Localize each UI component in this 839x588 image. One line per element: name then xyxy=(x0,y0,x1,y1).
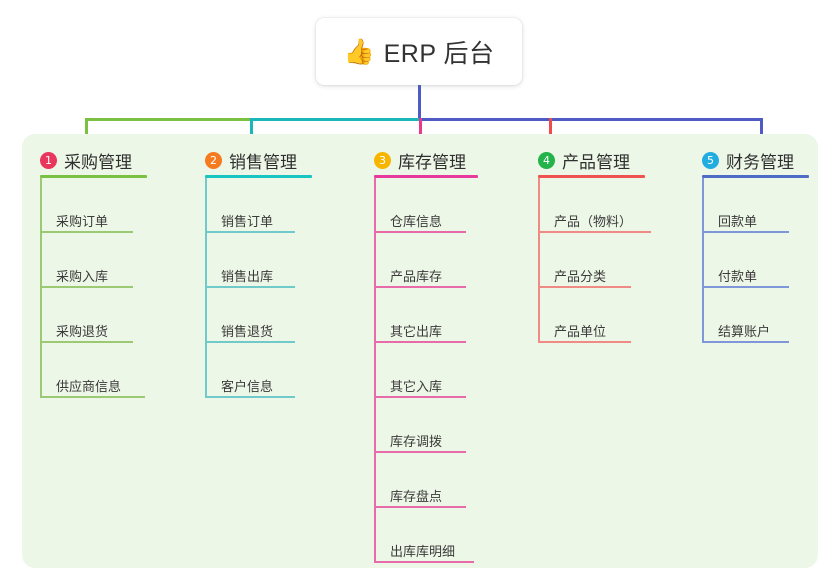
list-item-label: 销售订单 xyxy=(221,214,274,229)
column-underline-1 xyxy=(40,175,147,178)
column-underline-2 xyxy=(205,175,312,178)
list-item-label: 库存调拨 xyxy=(390,434,443,449)
list-item[interactable]: 库存调拨 xyxy=(374,434,466,453)
list-item[interactable]: 回款单 xyxy=(702,214,789,233)
list-item-label: 采购入库 xyxy=(56,269,109,284)
column-header-2[interactable]: 2 销售管理 xyxy=(205,148,297,173)
list-item[interactable]: 产品（物料） xyxy=(538,214,651,233)
list-item[interactable]: 客户信息 xyxy=(205,379,295,398)
list-item-label: 结算账户 xyxy=(718,324,771,339)
list-item-label: 产品单位 xyxy=(554,324,607,339)
list-item[interactable]: 仓库信息 xyxy=(374,214,466,233)
bus-segment-1 xyxy=(85,118,251,121)
column-spine-3 xyxy=(374,178,376,563)
list-item-label: 客户信息 xyxy=(221,379,274,394)
list-item[interactable]: 销售出库 xyxy=(205,269,295,288)
column-spine-1 xyxy=(40,178,42,398)
list-item-label: 其它入库 xyxy=(390,379,443,394)
list-item-label: 其它出库 xyxy=(390,324,443,339)
root-stem-connector xyxy=(418,85,421,121)
list-item[interactable]: 产品分类 xyxy=(538,269,631,288)
list-item[interactable]: 结算账户 xyxy=(702,324,789,343)
list-item-label: 库存盘点 xyxy=(390,489,443,504)
list-item[interactable]: 出库库明细 xyxy=(374,544,474,563)
list-item[interactable]: 采购入库 xyxy=(40,269,133,288)
list-item-label: 产品库存 xyxy=(390,269,443,284)
list-item[interactable]: 销售订单 xyxy=(205,214,295,233)
list-item[interactable]: 产品单位 xyxy=(538,324,631,343)
bus-segment-3 xyxy=(419,118,761,121)
column-spine-2 xyxy=(205,178,207,398)
list-item[interactable]: 供应商信息 xyxy=(40,379,145,398)
list-item-label: 付款单 xyxy=(718,269,758,284)
list-item-label: 销售出库 xyxy=(221,269,274,284)
column-header-3[interactable]: 3 库存管理 xyxy=(374,148,466,173)
list-item[interactable]: 其它出库 xyxy=(374,324,466,343)
list-item-label: 出库库明细 xyxy=(390,544,456,559)
list-item-label: 产品（物料） xyxy=(554,214,633,229)
list-item-label: 销售退货 xyxy=(221,324,274,339)
list-item[interactable]: 库存盘点 xyxy=(374,489,466,508)
column-badge-4: 4 xyxy=(538,152,555,169)
list-item[interactable]: 销售退货 xyxy=(205,324,295,343)
column-spine-4 xyxy=(538,178,540,343)
column-badge-2: 2 xyxy=(205,152,222,169)
list-item[interactable]: 采购订单 xyxy=(40,214,133,233)
column-underline-3 xyxy=(374,175,478,178)
column-badge-1: 1 xyxy=(40,152,57,169)
list-item-label: 采购订单 xyxy=(56,214,109,229)
column-underline-4 xyxy=(538,175,645,178)
list-item[interactable]: 采购退货 xyxy=(40,324,133,343)
column-header-4[interactable]: 4 产品管理 xyxy=(538,148,630,173)
column-title-2: 销售管理 xyxy=(229,153,297,172)
content-panel xyxy=(22,134,818,568)
column-badge-3: 3 xyxy=(374,152,391,169)
column-header-1[interactable]: 1 采购管理 xyxy=(40,148,132,173)
list-item-label: 回款单 xyxy=(718,214,758,229)
list-item-label: 产品分类 xyxy=(554,269,607,284)
thumbs-up-icon: 👍 xyxy=(343,37,375,66)
list-item-label: 采购退货 xyxy=(56,324,109,339)
column-title-3: 库存管理 xyxy=(398,153,466,172)
list-item-label: 仓库信息 xyxy=(390,214,443,229)
column-title-4: 产品管理 xyxy=(562,153,630,172)
list-item[interactable]: 产品库存 xyxy=(374,269,466,288)
column-spine-5 xyxy=(702,178,704,343)
column-header-5[interactable]: 5 财务管理 xyxy=(702,148,794,173)
column-underline-5 xyxy=(702,175,809,178)
bus-segment-2 xyxy=(250,118,420,121)
root-title-card[interactable]: 👍 ERP 后台 xyxy=(316,18,522,85)
column-title-5: 财务管理 xyxy=(726,153,794,172)
root-title-label: ERP 后台 xyxy=(383,39,495,68)
list-item-label: 供应商信息 xyxy=(56,379,122,394)
list-item[interactable]: 其它入库 xyxy=(374,379,466,398)
column-badge-5: 5 xyxy=(702,152,719,169)
list-item[interactable]: 付款单 xyxy=(702,269,789,288)
column-title-1: 采购管理 xyxy=(64,153,132,172)
